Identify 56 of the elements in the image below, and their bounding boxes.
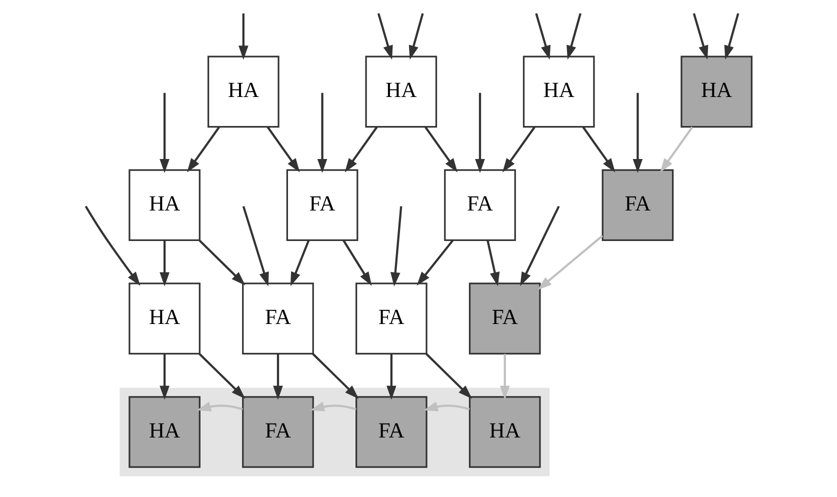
node-box: HA [208,56,280,128]
arrow [266,126,300,172]
node-box: HA [128,282,200,354]
arrow [187,126,220,172]
arrow [160,92,170,174]
arrow [238,13,248,60]
arrow [312,353,359,399]
node-box: FA [356,396,428,468]
arrow [198,240,246,286]
node-box: FA [242,396,314,468]
node-box: FA [602,169,674,242]
arrow [535,13,550,60]
arrow [408,13,424,60]
arrow [632,92,643,174]
arrow [424,402,470,412]
arrow [416,240,454,286]
node-box: FA [356,282,428,354]
node-box: HA [128,169,200,242]
arrow [724,13,740,60]
node-box: HA [468,396,541,468]
arrow [486,240,500,286]
node-box: HA [365,56,438,128]
node-box: HA [522,56,595,128]
arrow [426,353,472,399]
node-box: HA [680,56,752,128]
arrow [390,206,402,286]
node-box: FA [468,282,541,354]
arrow [566,13,582,60]
arrow [160,240,170,286]
node-box: HA [128,396,200,468]
node-box: FA [444,169,516,242]
cluster [120,388,550,476]
arrow [582,126,616,172]
arrow [342,240,372,286]
arrow [500,354,510,400]
arrow [84,206,140,286]
arrow [520,206,560,286]
arrow [160,354,170,400]
arrow [386,354,396,400]
arrow [242,206,269,286]
arrow [424,126,458,172]
arrow [692,13,708,60]
arrow [196,402,243,412]
node-box: FA [242,282,314,354]
arrow [317,92,328,174]
arrow [660,126,694,172]
arrow [475,92,485,174]
arrow [310,402,356,412]
node-box: FA [286,169,358,242]
arrow [344,126,378,172]
arrow [290,240,310,286]
arrow [502,126,536,172]
arrow [538,234,604,290]
arrow [198,353,246,399]
arrow [377,13,393,60]
arrow [273,354,283,400]
